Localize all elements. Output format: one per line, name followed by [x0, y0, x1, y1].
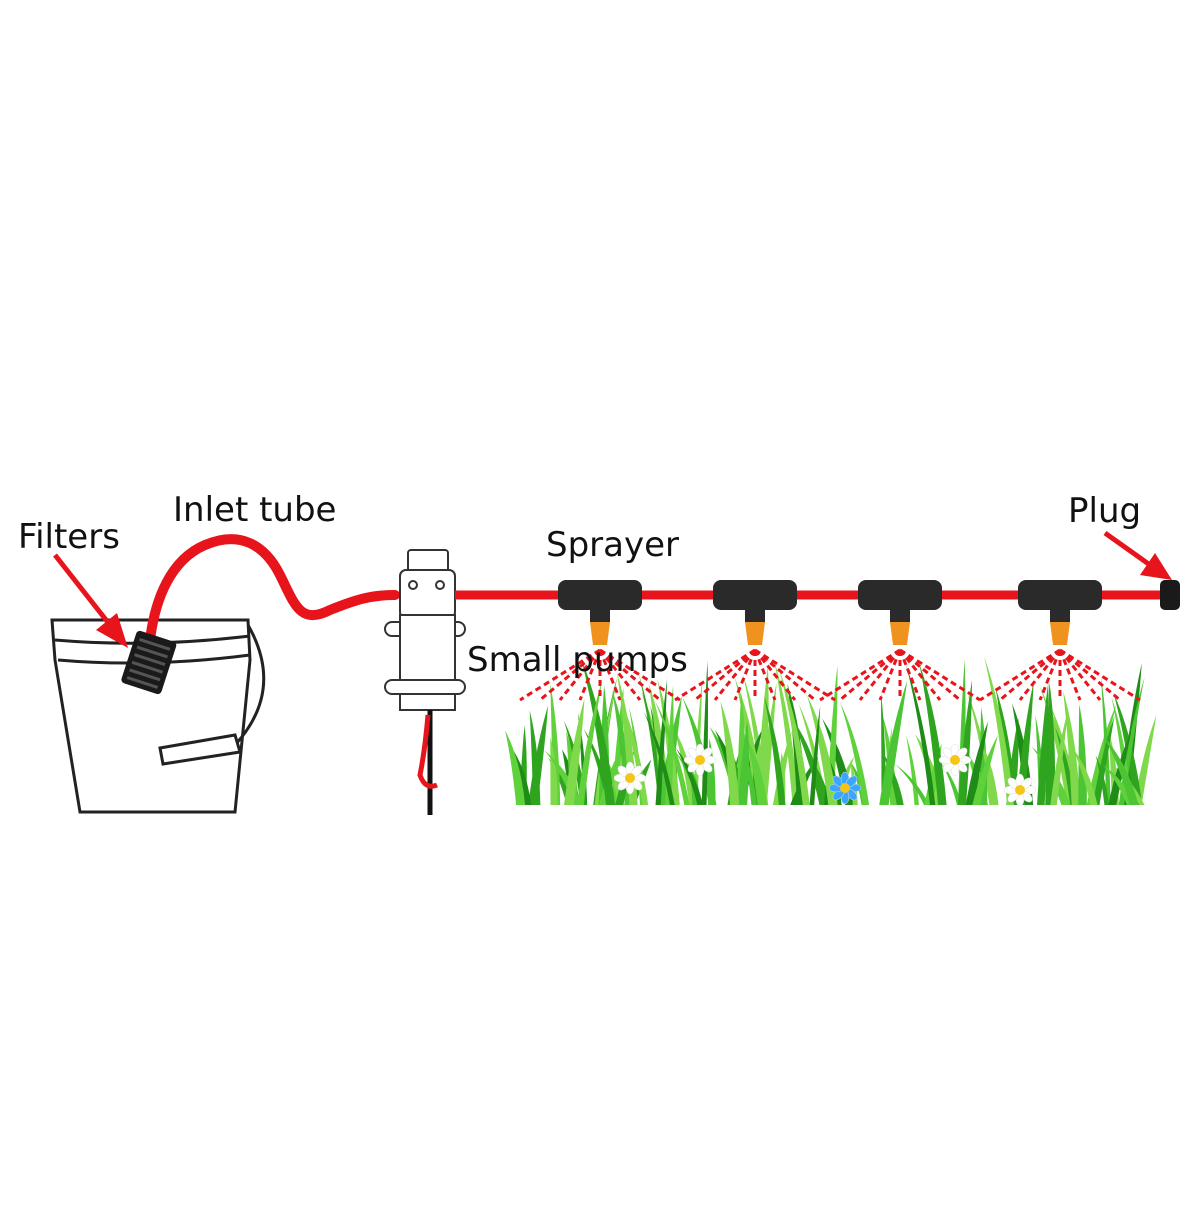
inlet-tube — [145, 534, 400, 645]
grass-blade — [807, 695, 838, 805]
grass-blade — [655, 679, 668, 805]
pump-wires — [417, 710, 438, 815]
grass-blade — [581, 658, 615, 805]
grass-blade — [764, 696, 786, 805]
small-pumps-label: Small pumps — [467, 640, 688, 680]
nozzle — [890, 622, 910, 645]
grass-blade — [720, 701, 740, 805]
grass-blade — [638, 673, 663, 805]
pump — [384, 549, 466, 711]
grass-blade — [1134, 714, 1157, 805]
grass-blade — [576, 679, 603, 805]
grass-blade — [505, 730, 526, 805]
spray-pattern — [819, 648, 981, 702]
filters-arrow — [53, 553, 128, 648]
grass-blade — [972, 734, 999, 805]
grass-blade — [529, 710, 541, 805]
sprayer-2 — [674, 580, 836, 702]
spray-pattern — [674, 648, 836, 702]
grass-blade — [1095, 755, 1109, 805]
grass-blade — [1100, 676, 1111, 805]
grass-blade — [564, 698, 585, 805]
grass-blade — [1050, 709, 1069, 805]
grass-blade — [1063, 691, 1081, 805]
bucket — [50, 618, 266, 814]
grass-blade — [906, 735, 919, 805]
grass-blade — [1078, 704, 1087, 805]
grass-blade — [879, 680, 908, 805]
grass-blade — [984, 655, 1014, 805]
grass-blade — [1110, 763, 1145, 805]
grass-blade — [654, 699, 690, 805]
grass-blade — [550, 736, 558, 805]
grass-blade — [1086, 705, 1117, 805]
filters-label: Filters — [18, 517, 120, 557]
grass-blade — [980, 742, 999, 805]
grass-blade — [1045, 682, 1056, 805]
spray-pattern — [519, 648, 681, 702]
grass-blade — [779, 669, 810, 805]
grass-blade — [737, 720, 750, 805]
grass-blade — [809, 706, 821, 805]
grass-blade — [773, 659, 800, 805]
grass-blade — [1102, 764, 1135, 805]
spray-pattern — [979, 648, 1141, 702]
sprayer-3 — [819, 580, 981, 702]
sprayers-group — [519, 580, 1141, 702]
sprayer-4 — [979, 580, 1141, 702]
grass-blade — [1039, 685, 1073, 805]
nozzle — [745, 622, 765, 645]
grass-blade — [746, 737, 768, 805]
tee-fitting — [1018, 580, 1102, 610]
flower — [828, 771, 862, 805]
grass-blade — [840, 702, 870, 805]
grass-blade — [965, 721, 989, 805]
flower — [1003, 773, 1037, 807]
grass-blade — [919, 662, 947, 805]
grass-blade — [1103, 735, 1139, 805]
tee-fitting — [558, 580, 642, 610]
sprayer-1 — [519, 580, 681, 702]
grass-blade — [1037, 682, 1049, 805]
nozzle — [1050, 622, 1070, 645]
tee-fitting — [713, 580, 797, 610]
grass — [505, 655, 1157, 807]
grass-blade — [1092, 715, 1115, 805]
grass-blade — [895, 764, 930, 805]
grass-blade — [905, 663, 936, 805]
plug — [1160, 580, 1180, 610]
grass-blade — [643, 711, 675, 805]
sprayer-label: Sprayer — [546, 525, 679, 565]
grass-blade — [957, 680, 973, 805]
filter — [121, 630, 177, 695]
flower — [683, 743, 717, 777]
grass-blade — [941, 763, 962, 805]
grass-blade — [513, 750, 532, 805]
grass-blade — [675, 747, 704, 805]
inlet-tube-label: Inlet tube — [173, 490, 337, 530]
grass-blade — [789, 714, 828, 805]
grass-blade — [1071, 746, 1098, 805]
flower — [613, 761, 647, 795]
plug-label: Plug — [1068, 491, 1142, 531]
flower — [938, 743, 972, 777]
plug-arrow — [1103, 530, 1172, 580]
tee-fitting — [858, 580, 942, 610]
nozzle — [590, 622, 610, 645]
